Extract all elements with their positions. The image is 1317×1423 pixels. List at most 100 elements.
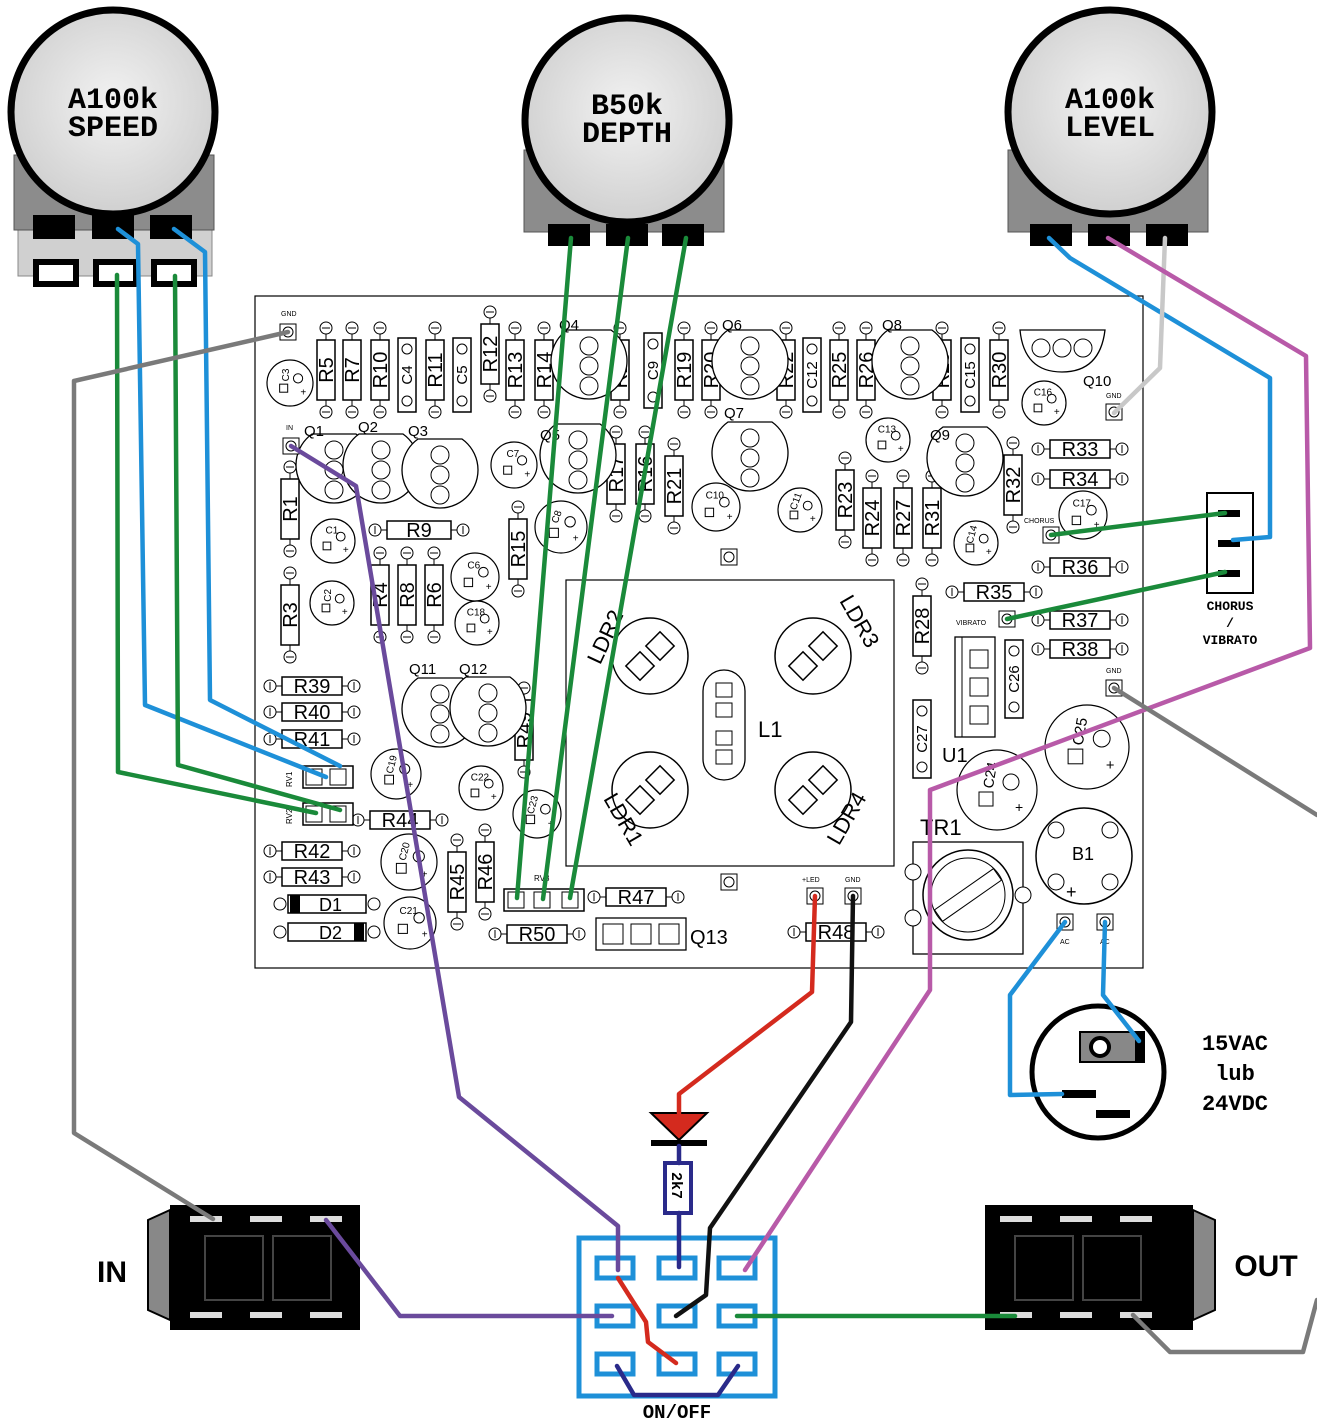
capacitor-c5-label: C5 [454, 365, 471, 384]
pot-level[interactable]: A100k LEVEL [1004, 6, 1216, 246]
pad-led-label: +LED [802, 877, 820, 884]
power-line2: lub [1215, 1062, 1255, 1087]
pad-null [720, 873, 738, 891]
resistor-r42-label: R42 [294, 841, 331, 863]
speed-wire-green-1 [114, 272, 319, 816]
depth-wire-green-1 [514, 235, 574, 901]
plus-sign: + [573, 533, 579, 544]
chorus-wire-green [1048, 510, 1228, 538]
resistor-r30-label: R30 [989, 352, 1011, 389]
capacitor-c19: +C19 [370, 748, 422, 800]
resistor-r34-label: R34 [1062, 469, 1099, 491]
transistor-q8-label: Q8 [882, 317, 902, 334]
resistor-r24-label: R24 [862, 500, 884, 537]
resistor-r8: R8 [397, 546, 419, 644]
bridge-b1-label: B1 [1072, 844, 1094, 864]
pad-null [720, 548, 738, 566]
resistor-r23: R23 [835, 451, 857, 549]
pad-gnd-label: GND [1106, 393, 1122, 400]
resistor-r6-label: R6 [424, 582, 446, 608]
resistor-r1: R1 [280, 460, 302, 558]
pot-depth-value: B50k [591, 90, 663, 124]
resistor-r31-label: R31 [922, 500, 944, 537]
resistor-r28: R28 [912, 577, 934, 675]
switch-wire-red [615, 1275, 679, 1366]
resistor-r9-label: R9 [406, 520, 432, 542]
resistor-r28-label: R28 [912, 608, 934, 645]
pad-gnd-label: GND [281, 311, 297, 318]
capacitor-c21: +C21 [383, 896, 437, 950]
capacitor-c21-label: C21 [400, 906, 419, 917]
footswitch-label: ON/OFF [643, 1402, 711, 1423]
ldr-ldr1 [611, 751, 689, 829]
depth-wire-green-2 [540, 235, 631, 902]
capacitor-c4: C4 [397, 337, 417, 413]
plus-sign: + [342, 607, 348, 618]
selector-line3: VIBRATO [1203, 633, 1258, 648]
power-jack[interactable]: 15VAC lub 24VDC [1029, 1003, 1268, 1141]
capacitor-c15-label: C15 [962, 361, 979, 389]
capacitor-c13-label: C13 [878, 424, 897, 435]
transistor-q10: Q10 [1019, 329, 1111, 390]
capacitor-c17-label: C17 [1073, 499, 1092, 510]
capacitor-c14: +C14 [953, 520, 999, 566]
pad-rv1-label: RV1 [285, 771, 294, 787]
capacitor-c16: +C16 [1021, 380, 1067, 426]
capacitor-c27: C27 [912, 699, 932, 779]
capacitor-c16-label: C16 [1034, 387, 1053, 398]
resistor-r37: R37 [1031, 610, 1129, 632]
level-wire-blue [1046, 235, 1273, 543]
out-gnd-wire-grey [1130, 1297, 1317, 1355]
resistor-r48-label: R48 [818, 922, 855, 944]
pot-speed[interactable]: A100k SPEED [7, 6, 219, 287]
power-line1: 15VAC [1202, 1032, 1268, 1057]
transistor-q6-label: Q6 [722, 317, 742, 334]
pad-rv3-label: RV3 [534, 874, 550, 883]
capacitor-c7: +C7 [490, 441, 538, 489]
transistor-q3-label: Q3 [408, 423, 428, 440]
capacitor-c20: +C20 [380, 833, 438, 891]
transistor-q9-label: Q9 [930, 427, 950, 444]
pot-depth-name: DEPTH [582, 118, 672, 152]
ldr-ldr3 [774, 617, 852, 695]
ac-wire-blue-1 [1007, 919, 1068, 1098]
capacitor-c1: +C1 [310, 518, 356, 564]
resistor-r38-label: R38 [1062, 639, 1099, 661]
resistor-r35: R35 [945, 582, 1043, 604]
capacitor-c9-label: C9 [645, 361, 662, 380]
transistor-q11-label: Q11 [409, 661, 436, 678]
regulator-u1: U1 [942, 636, 996, 767]
pad-gnd-label: GND [845, 877, 861, 884]
output-jack[interactable]: OUT [985, 1205, 1298, 1330]
resistor-r39: R39 [263, 676, 361, 698]
capacitor-c8: +C8 [534, 500, 588, 554]
transistor-q9 [926, 426, 1004, 497]
input-jack[interactable]: IN [97, 1205, 360, 1330]
depth-wire-green-3 [567, 235, 689, 901]
capacitor-c5: C5 [452, 337, 472, 413]
capacitor-c19-label: C19 [385, 754, 400, 775]
pot-depth[interactable]: B50k DEPTH [521, 14, 733, 246]
pad-gnd-label: GND [1106, 668, 1122, 675]
resistor-r6: R6 [424, 546, 446, 644]
regulator-u1-label: U1 [942, 745, 968, 767]
ac-wire-blue-2 [1100, 919, 1142, 1044]
resistor-r11-label: R11 [425, 352, 447, 387]
trimmer-tr1-label: TR1 [920, 815, 962, 840]
resistor-r5-label: R5 [316, 357, 338, 383]
resistor-r43-label: R43 [294, 867, 331, 889]
switch-jumper-navy [614, 1363, 741, 1398]
capacitor-c12: C12 [802, 337, 822, 413]
capacitor-c7-label: C7 [506, 449, 519, 460]
transistor-q2 [342, 433, 420, 504]
resistor-r25: R25 [829, 321, 851, 419]
resistor-r15-label: R15 [508, 531, 530, 568]
diode-d1: D1 [273, 894, 381, 915]
capacitor-c17: +C17 [1058, 490, 1108, 540]
capacitor-c3-label: C3 [281, 368, 292, 381]
plus-sign: + [1054, 407, 1060, 418]
inductor-l1: L1 [702, 669, 782, 781]
capacitor-c15: C15 [960, 337, 980, 413]
capacitor-c10-label: C10 [706, 491, 725, 502]
